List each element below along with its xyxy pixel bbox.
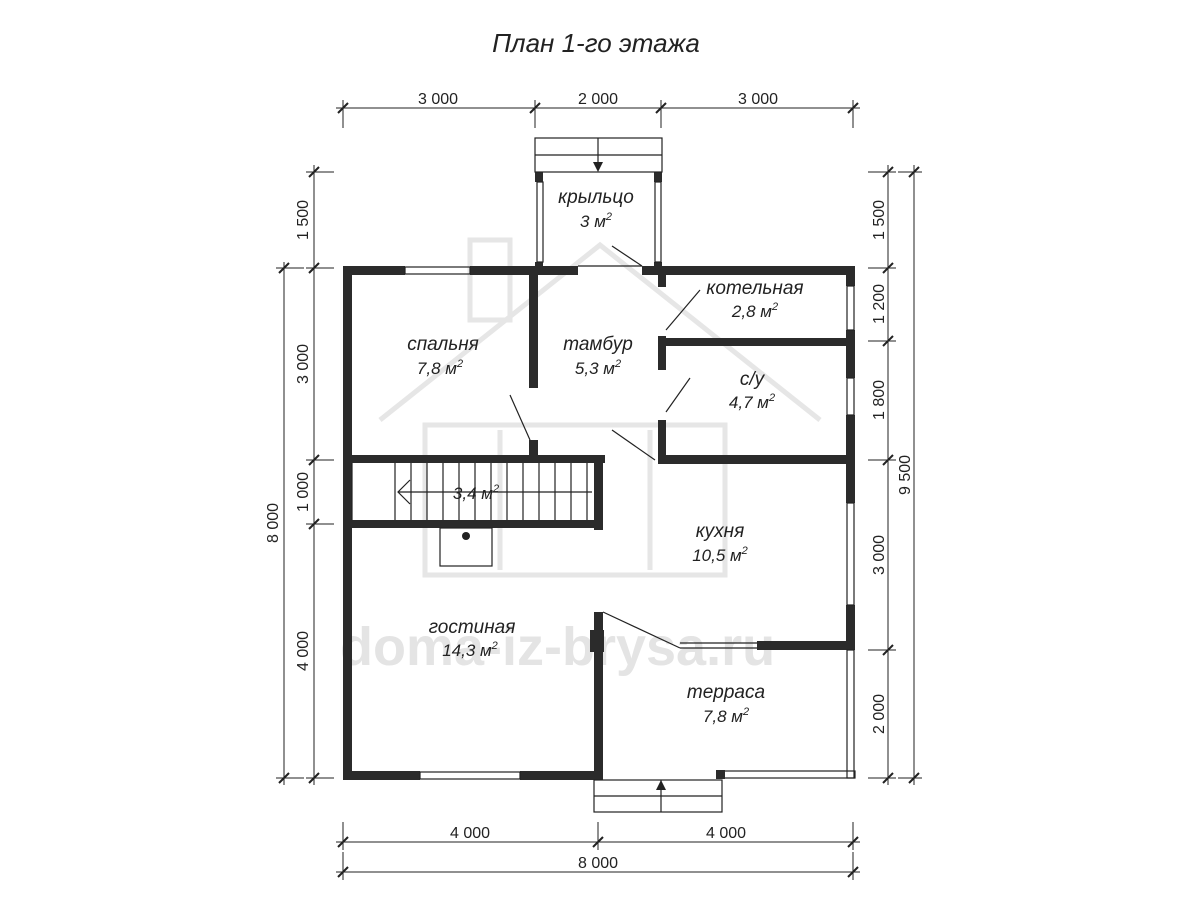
room-bedroom: спальня 7,8 м2 (407, 334, 479, 378)
room-bathroom: с/у 4,7 м2 (729, 369, 775, 412)
dim-left-4: 4 000 (295, 631, 312, 671)
dim-right-total: 9 500 (897, 455, 914, 495)
dim-top-3: 3 000 (738, 91, 778, 108)
room-boiler-name: котельная (706, 278, 803, 299)
room-porch: крыльцо 3 м2 (558, 187, 634, 231)
room-bathroom-area: 4,7 м2 (729, 392, 775, 412)
dimension-bottom: 4 000 4 000 8 000 (336, 822, 860, 880)
dim-left-3: 1 000 (295, 472, 312, 512)
dim-left-1: 1 500 (295, 200, 312, 240)
room-kitchen-name: кухня (696, 521, 745, 542)
walls (343, 172, 855, 780)
room-living: гостиная 14,3 м2 (429, 617, 516, 660)
watermark-text: doma-iz-brysa.ru (340, 617, 775, 677)
plan-title: План 1-го этажа (492, 28, 700, 58)
dim-right-5: 2 000 (871, 694, 888, 734)
room-bedroom-area: 7,8 м2 (417, 358, 463, 378)
windows-and-doors (404, 137, 856, 813)
room-terrace-name: терраса (687, 682, 765, 703)
dim-right-3: 1 800 (871, 380, 888, 420)
room-living-area: 14,3 м2 (442, 640, 498, 660)
room-kitchen-area: 10,5 м2 (692, 545, 748, 565)
dimension-left: 1 500 3 000 1 000 4 000 8 000 (265, 165, 334, 785)
room-terrace: терраса 7,8 м2 (687, 682, 765, 726)
dim-top-2: 2 000 (578, 91, 618, 108)
room-boiler-area: 2,8 м2 (731, 301, 778, 321)
room-living-name: гостиная (429, 617, 516, 638)
watermark-logo: doma-iz-brysa.ru (340, 237, 822, 677)
room-bathroom-name: с/у (740, 369, 766, 390)
room-terrace-area: 7,8 м2 (703, 706, 749, 726)
dim-right-4: 3 000 (871, 535, 888, 575)
room-vestibule-area: 5,3 м2 (575, 358, 621, 378)
staircase (351, 463, 592, 567)
room-porch-area: 3 м2 (580, 211, 612, 231)
room-stairs: 3,4 м2 (453, 483, 499, 503)
dim-bottom-1: 4 000 (450, 825, 490, 842)
dim-top-1: 3 000 (418, 91, 458, 108)
room-porch-name: крыльцо (558, 187, 634, 208)
room-boiler: котельная 2,8 м2 (706, 278, 803, 321)
dim-right-2: 1 200 (871, 284, 888, 324)
dim-left-2: 3 000 (295, 344, 312, 384)
room-bedroom-name: спальня (407, 334, 479, 355)
room-labels: крыльцо 3 м2 спальня 7,8 м2 тамбур 5,3 м… (407, 187, 803, 726)
dim-left-total: 8 000 (265, 503, 282, 543)
room-stairs-area: 3,4 м2 (453, 483, 499, 503)
dim-bottom-total: 8 000 (578, 855, 618, 872)
dim-right-1: 1 500 (871, 200, 888, 240)
dim-bottom-2: 4 000 (706, 825, 746, 842)
dimension-right: 1 500 1 200 1 800 3 000 2 000 9 500 (868, 165, 922, 785)
room-vestibule: тамбур 5,3 м2 (563, 334, 633, 378)
room-kitchen: кухня 10,5 м2 (692, 521, 748, 565)
room-vestibule-name: тамбур (563, 334, 633, 355)
dimension-top: 3 000 2 000 3 000 (336, 91, 860, 128)
